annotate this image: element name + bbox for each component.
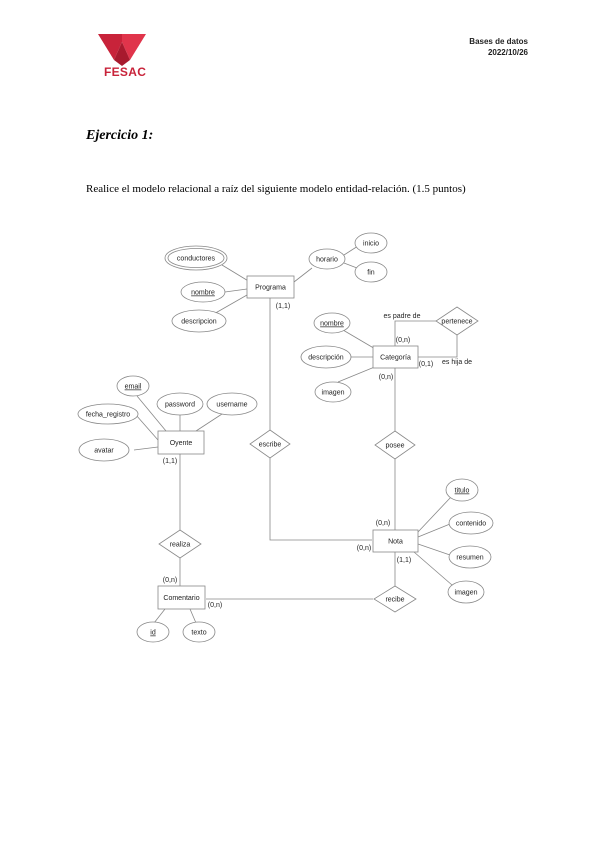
card-categoria-posee: (0,n) — [379, 374, 393, 381]
rel-posee-label: posee — [385, 443, 404, 450]
attr-id-label: id — [150, 630, 156, 637]
entity-programa-label: Programa — [255, 285, 286, 292]
course-name: Bases de datos — [469, 37, 528, 46]
attr-resumen-label: resumen — [456, 555, 483, 562]
attr-nombre-categoria — [313, 312, 351, 334]
exercise-title: Ejercicio 1: — [86, 128, 154, 143]
entity-comentario — [157, 585, 206, 610]
card-comentario-recibe: (0,n) — [208, 602, 222, 609]
attr-imagen-categoria — [314, 381, 352, 403]
entity-nota — [372, 529, 419, 553]
attr-contenido-label: contenido — [456, 521, 486, 528]
card-categoria-pertenece-right: (0,1) — [419, 361, 433, 368]
attr-horario-label: horario — [316, 257, 338, 264]
attr-password-label: password — [165, 402, 195, 409]
attr-username-label: username — [216, 402, 247, 409]
entity-programa — [246, 275, 295, 299]
card-nota-escribe: (0,n) — [357, 545, 371, 552]
rel-realiza-label: realiza — [170, 542, 191, 549]
entity-oyente — [157, 430, 205, 455]
attr-conductores-inner — [167, 248, 225, 268]
card-categoria-pertenece-top: (0,n) — [396, 337, 410, 344]
attr-nombre-programa — [180, 281, 226, 303]
entity-nota-label: Nota — [388, 539, 403, 546]
attr-descripcion-categoria — [300, 345, 352, 369]
header-date: 2022/10/26 — [487, 48, 528, 57]
role-es-padre-de: es padre de — [384, 313, 421, 320]
rel-recibe-label: recibe — [385, 597, 404, 604]
attr-imagen-nota-label: imagen — [455, 590, 478, 597]
rel-escribe-label: escribe — [259, 442, 282, 449]
rel-realiza — [158, 529, 202, 559]
attr-fin — [354, 261, 388, 283]
rel-escribe — [249, 429, 291, 459]
attr-titulo-label: titulo — [455, 488, 470, 495]
attr-id — [136, 621, 170, 643]
attr-fin-label: fin — [367, 270, 375, 277]
attr-email — [116, 375, 150, 397]
attr-avatar-label: avatar — [94, 448, 114, 455]
attr-fecha-registro-label: fecha_registro — [86, 412, 130, 419]
attr-avatar — [78, 438, 130, 462]
attr-imagen-nota — [447, 580, 485, 604]
attr-inicio — [354, 232, 388, 254]
attr-descripcion-categoria-label: descripción — [308, 355, 344, 362]
rel-recibe — [373, 585, 417, 613]
rel-pertenece — [435, 306, 479, 336]
brand-name: FESAC — [104, 65, 147, 79]
attr-descripcion-programa — [171, 309, 227, 333]
attr-password — [156, 392, 204, 416]
attr-descripcion-programa-label: descripcion — [181, 319, 217, 326]
attr-email-label: email — [125, 384, 142, 391]
exercise-instruction: Realice el modelo relacional a raíz del … — [86, 183, 466, 195]
header-info: Bases de datos 2022/10/26 — [469, 36, 528, 58]
attr-imagen-categoria-label: imagen — [322, 390, 345, 397]
card-nota-posee: (0,n) — [376, 520, 390, 527]
attr-nombre-categoria-label: nombre — [320, 321, 344, 328]
role-es-hija-de: es hija de — [442, 359, 472, 366]
attr-nombre-programa-label: nombre — [191, 290, 215, 297]
attr-inicio-label: inicio — [363, 241, 379, 248]
attr-resumen — [448, 545, 492, 569]
entity-oyente-label: Oyente — [170, 440, 193, 447]
rel-pertenece-label: pertenece — [441, 319, 472, 326]
card-nota-recibe: (1,1) — [397, 557, 411, 564]
fesac-logo — [98, 34, 146, 66]
attr-contenido — [448, 511, 494, 535]
attr-titulo — [445, 478, 479, 502]
entity-comentario-label: Comentario — [163, 595, 199, 602]
attr-conductores-label: conductores — [177, 256, 216, 263]
entity-categoria — [372, 345, 419, 369]
attr-fecha-registro — [77, 403, 139, 425]
attr-horario — [308, 248, 346, 270]
attr-texto-label: texto — [191, 630, 206, 637]
card-oyente-realiza: (1,1) — [163, 458, 177, 465]
attr-username — [206, 392, 258, 416]
card-comentario-realiza: (0,n) — [163, 577, 177, 584]
attr-texto — [182, 621, 216, 643]
card-programa-escribe: (1,1) — [276, 303, 290, 310]
entity-categoria-label: Categoría — [380, 355, 411, 362]
rel-posee — [374, 430, 416, 460]
